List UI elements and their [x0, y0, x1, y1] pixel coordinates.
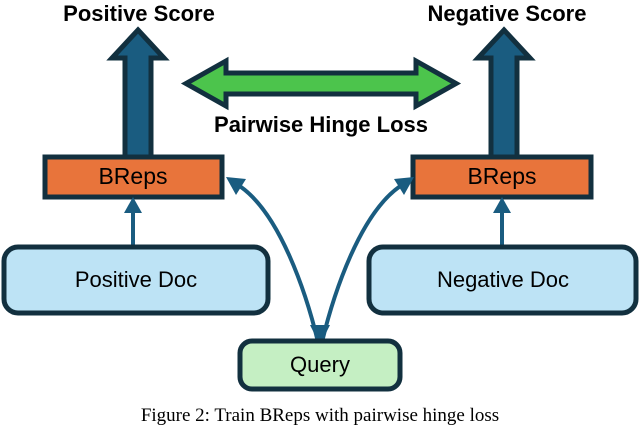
query-to-breps-left-arrow — [226, 177, 320, 344]
positive-doc-box[interactable] — [1, 244, 271, 316]
query-right-arrow-head — [394, 177, 414, 195]
query-left-curve — [239, 185, 320, 344]
query-right-curve — [320, 185, 401, 344]
right-block-arrow-shape — [472, 26, 536, 163]
positive-doc-label: Positive Doc — [75, 267, 197, 292]
breps-right-node[interactable]: BReps — [410, 154, 594, 200]
positive-doc-arrow-head — [124, 197, 142, 213]
green-double-arrow-shape — [180, 56, 462, 111]
breps-left-node[interactable]: BReps — [42, 154, 225, 200]
negative-doc-to-breps-arrow — [493, 197, 511, 246]
negative-doc-label: Negative Doc — [437, 267, 569, 292]
negative-score-label: Negative Score — [428, 1, 587, 26]
query-left-arrow-head — [226, 177, 246, 195]
query-node[interactable]: Query — [237, 338, 403, 392]
pairwise-hinge-loss-label: Pairwise Hinge Loss — [214, 112, 428, 137]
pairwise-hinge-loss-arrow — [180, 56, 462, 111]
negative-doc-node[interactable]: Negative Doc — [366, 244, 639, 316]
query-to-breps-right-arrow — [320, 177, 414, 344]
positive-doc-node[interactable]: Positive Doc — [1, 244, 271, 316]
query-box[interactable] — [237, 338, 403, 392]
positive-score-label: Positive Score — [63, 1, 215, 26]
negative-doc-arrow-head — [493, 197, 511, 213]
breps-left-label: BReps — [98, 163, 167, 189]
query-in-arrow-head — [310, 325, 330, 345]
breps-left-box[interactable] — [42, 154, 225, 200]
positive-score-arrow — [106, 26, 170, 163]
breps-right-label: BReps — [467, 163, 536, 189]
fan-in-to-query-arrow — [310, 325, 330, 345]
left-block-arrow-shape — [106, 26, 170, 163]
query-label: Query — [290, 352, 350, 377]
figure-caption: Figure 2: Train BReps with pairwise hing… — [140, 405, 500, 426]
negative-doc-box[interactable] — [366, 244, 639, 316]
positive-doc-to-breps-arrow — [124, 197, 142, 246]
negative-score-arrow — [472, 26, 536, 163]
